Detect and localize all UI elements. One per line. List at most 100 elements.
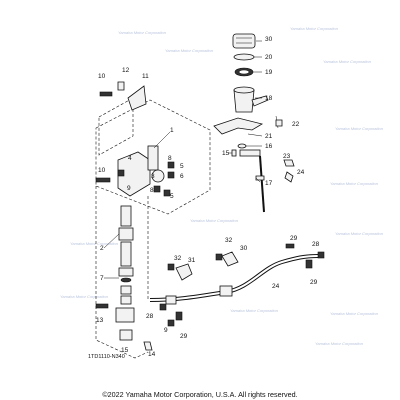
callout-number: 2 (100, 245, 104, 252)
piston-kit (95, 205, 153, 351)
washer-9 (117, 169, 125, 177)
reservoir-top (233, 86, 255, 94)
master-cylinder (95, 145, 175, 197)
callout-number: 30 (265, 36, 273, 43)
callout-number: 29 (180, 333, 188, 340)
primary-cup (118, 227, 134, 241)
spacer-15 (119, 329, 133, 341)
washer-6 (167, 171, 175, 179)
callout-number: 9 (164, 327, 168, 334)
copyright-notice: ©2022 Yamaha Motor Corporation, U.S.A. A… (102, 390, 298, 399)
reservoir-bracket (213, 117, 264, 135)
callout-number: 10 (98, 167, 106, 174)
callout-number: 24 (297, 169, 305, 176)
callout-number: 10 (98, 73, 106, 80)
callout-number: 7 (100, 275, 104, 282)
piston (120, 241, 132, 267)
leader (103, 233, 120, 249)
callout-number: 28 (146, 313, 154, 320)
diagram-code: 1TD1110-N340 (88, 354, 125, 360)
watermark: Yamaha Motor Corporation (230, 308, 279, 313)
bolt-10-top (99, 91, 113, 97)
union-bolt-29b (175, 311, 183, 321)
pin-16 (231, 149, 237, 157)
watermark: Yamaha Motor Corporation (335, 231, 384, 236)
callout-number: 19 (265, 69, 273, 76)
o-ring-3 (151, 169, 165, 183)
exploded-parts-diagram: Yamaha Motor Corporation Yamaha Motor Co… (60, 26, 384, 360)
pushrod-joint-7 (115, 307, 135, 323)
gasket-28b (159, 303, 167, 311)
pushrod-nut (255, 175, 265, 181)
bolt-10-mid (95, 177, 111, 183)
watermark: Yamaha Motor Corporation (315, 341, 364, 346)
callout-number: 30 (240, 245, 248, 252)
reservoir-cap (232, 33, 256, 49)
washer-17 (237, 143, 247, 149)
circlip (120, 277, 132, 283)
gasket-28a (317, 251, 325, 259)
watermark: Yamaha Motor Corporation (290, 26, 339, 31)
callout-number: 3 (151, 173, 155, 180)
bolt-32b (215, 253, 223, 261)
pushrod (259, 155, 265, 213)
cotter-pin-26 (283, 159, 295, 167)
nut-5a (167, 161, 175, 169)
callout-number: 4 (128, 155, 132, 162)
watermark: Yamaha Motor Corporation (323, 59, 372, 64)
callout-number: 11 (142, 73, 149, 80)
bolt-12 (117, 81, 125, 91)
callout-number: 9 (127, 185, 131, 192)
watermark: Yamaha Motor Corporation (60, 294, 109, 299)
callout-number: 8 (150, 187, 154, 194)
bolt-32a (167, 263, 175, 271)
reservoir-assembly (213, 33, 283, 135)
assembly-outline-lower (95, 186, 149, 359)
leader (153, 131, 171, 149)
leader-lines (103, 40, 263, 279)
callout-number: 32 (174, 255, 182, 262)
master-cylinder-outline (95, 99, 211, 215)
callout-number: 12 (122, 67, 130, 74)
washer-8a (153, 185, 161, 193)
secondary-cup (118, 267, 134, 277)
union-bolt-29a (305, 259, 313, 269)
bracket-11 (127, 85, 147, 111)
callout-number: 8 (168, 155, 172, 162)
assembly-outline (95, 97, 211, 359)
watermark: Yamaha Motor Corporation (330, 311, 379, 316)
gasket-28c (285, 243, 295, 249)
callout-number: 1 (170, 127, 174, 134)
nut-5b (163, 189, 171, 197)
callout-number: 15 (121, 347, 129, 354)
callout-number: 6 (180, 173, 184, 180)
leader (247, 133, 263, 137)
bolt-25 (284, 171, 294, 183)
clevis (239, 149, 261, 157)
union-bolt-fitting (165, 295, 177, 305)
callout-number: 13 (96, 317, 104, 324)
callout-number: 5 (180, 163, 184, 170)
callout-number: 28 (312, 241, 320, 248)
hose-guide-30 (221, 251, 239, 267)
callout-number: 18 (265, 95, 273, 102)
callout-number: 31 (188, 257, 196, 264)
callout-numbers: 30 20 19 18 22 21 16 15 23 24 17 12 10 1… (96, 36, 320, 358)
brake-hose (149, 243, 325, 327)
diaphragm-center (238, 69, 250, 75)
callout-number: 29 (290, 235, 298, 242)
watermark: Yamaha Motor Corporation (118, 30, 167, 35)
piston-spring (120, 205, 132, 227)
callout-number: 20 (265, 54, 273, 61)
bracket-hardware (99, 81, 147, 111)
bracket-outline (98, 97, 134, 156)
callout-number: 32 (225, 237, 233, 244)
watermark: Yamaha Motor Corporation (330, 181, 379, 186)
watermark: Yamaha Motor Corporation (70, 241, 119, 246)
watermark: Yamaha Motor Corporation (165, 48, 214, 53)
master-cylinder-body (117, 151, 151, 197)
reservoir-hose-fitting (251, 95, 269, 107)
hose-protector (219, 285, 233, 297)
callout-number: 29 (310, 279, 318, 286)
callout-number: 24 (272, 283, 280, 290)
